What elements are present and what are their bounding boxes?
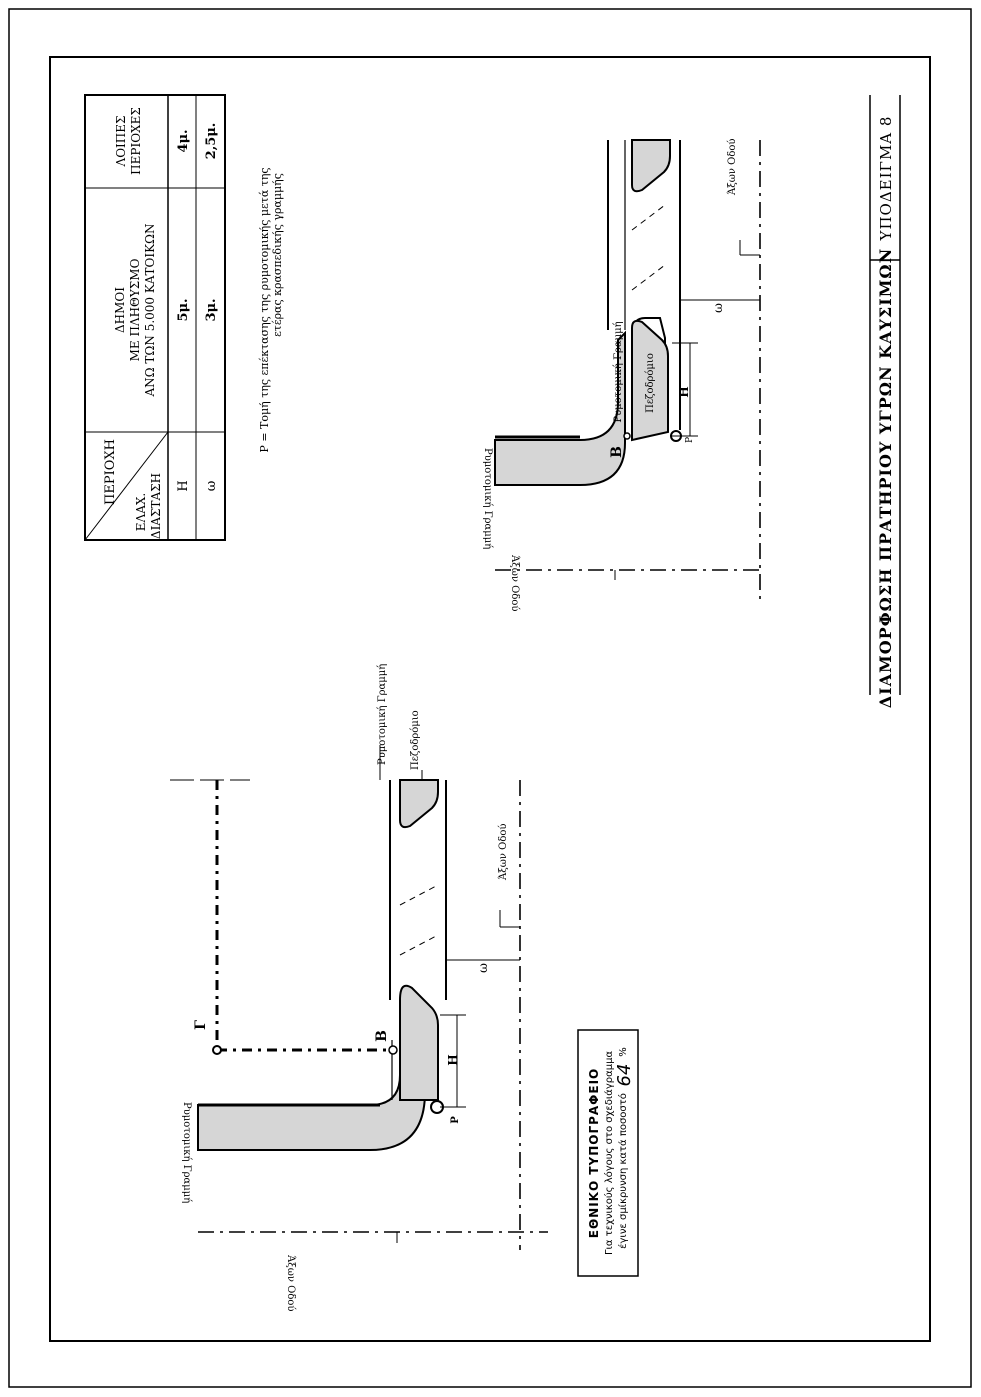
table-row-w-col1: 3μ. <box>204 298 219 321</box>
table-header-col2-line2: ΠΕΡΙΟΧΕΣ <box>129 107 143 175</box>
title-block: ΥΠΟΔΕΙΓΜΑ 8 ΔΙΑΜΟΡΦΩΣΗ ΠΡΑΤΗΡΙΟΥ ΥΓΡΩΝ Κ… <box>869 95 901 709</box>
lower-point-p: P <box>450 1116 461 1124</box>
stamp-line-2: έγινε σμίκρυνση κατά ποσοστό <box>617 1093 629 1249</box>
upper-building-line-label-2: Ρυμοτομική Γραμμή <box>613 321 624 422</box>
upper-dim-w: ω <box>711 303 725 313</box>
inner-frame <box>49 56 931 1342</box>
stamp-title: ΕΘΝΙΚΟ ΤΥΠΟΓΡΑΦΕΙΟ <box>587 1068 601 1239</box>
lower-point-g: Γ <box>193 1020 209 1030</box>
stamp-line-1: Για τεχνικούς λόγους στο σχεδιάγραμμα <box>603 1051 615 1256</box>
table-header-min-2: ΔΙΑΣΤΑΣΗ <box>149 473 163 539</box>
upper-corner-diagram: Ρυμοτομική Γραμμή Ρυμοτομική Γραμμή Πεζο… <box>482 139 761 611</box>
dimension-table: ΠΕΡΙΟΧΗ ΕΛΑΧ. ΔΙΑΣΤΑΣΗ ΔΗΜΟΙ ΜΕ ΠΛΗΘΥΣΜΟ… <box>84 94 226 541</box>
lower-road-axis-label-bottom: Άξων Οδού <box>285 1254 296 1311</box>
table-header-col1-line3: ΑΝΩ ΤΩΝ 5.000 ΚΑΤΟΙΚΩΝ <box>143 224 157 398</box>
stamp-percent: 64 <box>614 1064 635 1087</box>
table-row-h-col1: 5μ. <box>176 298 191 321</box>
lower-dim-h: Η <box>446 1054 460 1065</box>
printing-office-stamp: ΕΘΝΙΚΟ ΤΥΠΟΓΡΑΦΕΙΟ Για τεχνικούς λόγους … <box>577 1029 639 1277</box>
table-row-w-label: ω <box>204 481 219 492</box>
table-header-region: ΠΕΡΙΟΧΗ <box>103 439 118 505</box>
note-line-1: P = Τομή της επέκτασης της ρυμοτομικής μ… <box>258 167 271 452</box>
lower-dim-w: ω <box>476 963 490 973</box>
point-g-circle <box>212 1045 222 1055</box>
table-header-col1-line2: ΜΕ ΠΛΗΘΥΣΜΟ <box>128 258 142 361</box>
upper-point-p: P <box>685 437 695 443</box>
table-row-h-col2: 4μ. <box>176 129 191 152</box>
table-header-col1-line1: ΔΗΜΟΙ <box>113 287 127 333</box>
table-header-col2-line1: ΛΟΙΠΕΣ <box>114 116 128 168</box>
upper-sidewalk-label: Πεζοδρόμιο <box>645 353 656 413</box>
lower-building-line-label-left: Ρυμοτομική Γραμμή <box>181 1102 192 1203</box>
upper-dim-h: Η <box>677 386 691 397</box>
upper-building-line-label: Ρυμοτομική Γραμμή <box>482 448 493 549</box>
upper-road-axis-label-left: Άξων Οδού <box>509 554 520 611</box>
point-b-circle-lower <box>388 1045 398 1055</box>
lower-point-b: Β <box>374 1030 390 1042</box>
lower-corner-diagram: Ρυμοτομική Γραμμή Ρυμοτομική Γραμμή Πεζο… <box>170 664 548 1311</box>
upper-point-b: Β <box>609 446 625 458</box>
table-header-min-1: ΕΛΑΧ. <box>134 493 148 531</box>
upper-road-axis-label-top: Άξων Οδού <box>727 139 738 196</box>
stamp-percent-sign: % <box>618 1047 629 1057</box>
sheet-number: ΥΠΟΔΕΙΓΜΑ 8 <box>877 116 895 242</box>
point-b-circle-upper <box>623 432 631 440</box>
lower-building-line-label-top: Ρυμοτομική Γραμμή <box>377 664 388 765</box>
lower-sidewalk-label: Πεζοδρόμιο <box>410 710 421 770</box>
lower-road-axis-label-right: Άξων Οδού <box>498 824 509 881</box>
outer-frame <box>8 8 972 1388</box>
table-row-h-label: Η <box>176 480 191 491</box>
drawing-title: ΔΙΑΜΟΡΦΩΣΗ ΠΡΑΤΗΡΙΟΥ ΥΓΡΩΝ ΚΑΥΣΙΜΩΝ <box>876 248 895 709</box>
table-row-w-col2: 2,5μ. <box>204 123 219 160</box>
note-line-2: ετέρας κρασπεδικής γραμμής <box>271 173 284 337</box>
